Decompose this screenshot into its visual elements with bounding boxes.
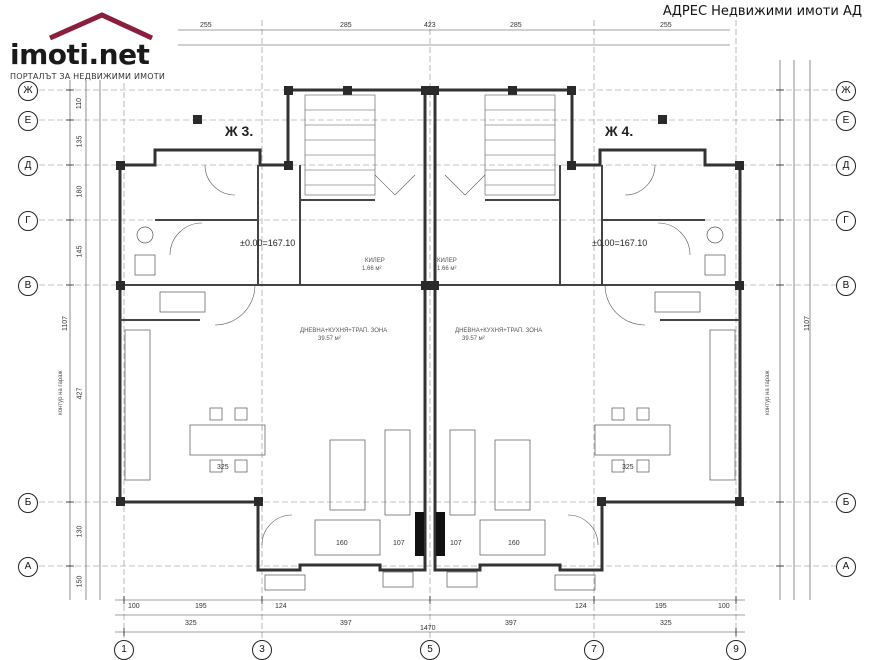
agency-watermark: АДРЕС Недвижими имоти АД: [658, 4, 866, 19]
room-label-storage-right: КИЛЕР: [437, 258, 457, 264]
dim-bottom-sub-6: 100: [718, 603, 730, 610]
dim-top-4: 285: [510, 22, 522, 29]
axis-bubble-col-7: 7: [584, 640, 604, 660]
dim-bottom-sub-4: 124: [575, 603, 587, 610]
dim-top-5: 255: [660, 22, 672, 29]
dining-table-right: [594, 424, 671, 456]
dimension-lines: [69, 29, 811, 633]
dim-stair-1: 107: [393, 540, 405, 547]
fireplaces: [415, 512, 445, 556]
flat-label-left: Ж 3.: [225, 123, 254, 139]
dim-bottom-sub-5: 195: [655, 603, 667, 610]
dim-top-2: 285: [340, 22, 352, 29]
dim-side-total-right: 1107: [804, 315, 812, 332]
dim-bottom-sub-1: 100: [128, 603, 140, 610]
dim-bottom-sub-2: 195: [195, 603, 207, 610]
kitchen-counter-right: [709, 329, 736, 481]
room-label-storage-left: КИЛЕР: [365, 258, 385, 264]
dim-stair-2: 107: [450, 540, 462, 547]
armchair-row-left: [314, 519, 381, 556]
axis-bubble-col-1: 1: [114, 640, 134, 660]
dim-table-left: 325: [217, 464, 229, 471]
axis-bubble-row-left-e: Е: [18, 111, 38, 131]
axis-bubble-row-left-g: Г: [18, 211, 38, 231]
logo-tagline: ПОРТАЛЪТ ЗА НЕДВИЖИМИ ИМОТИ: [10, 72, 166, 81]
kitchen-counter-left: [124, 329, 151, 481]
contour-label-left: контур на гараж: [58, 370, 64, 416]
dim-bottom-span-3: 397: [505, 620, 517, 627]
dim-stair-4: 160: [508, 540, 520, 547]
dim-side-part-2: 135: [76, 135, 84, 148]
axis-bubble-col-3: 3: [252, 640, 272, 660]
level-mark-left: ±0.00=167.10: [240, 238, 296, 248]
room-label-living-left: ДНЕВНА+КУХНЯ+ТРАП. ЗОНА: [300, 328, 388, 334]
armchair-row-right: [479, 519, 546, 556]
room-area-living-left: 39.57 м²: [318, 336, 341, 342]
axis-bubble-row-left-v: В: [18, 276, 38, 296]
dim-bottom-span-4: 325: [660, 620, 672, 627]
dim-top-1: 255: [200, 22, 212, 29]
axis-bubble-row-left-b: Б: [18, 493, 38, 513]
logo-wordmark: imoti.net: [10, 38, 150, 71]
room-area-storage-left: 1.66 м²: [362, 266, 382, 272]
axis-bubble-col-9: 9: [726, 640, 746, 660]
axis-bubble-row-right-g: Г: [836, 211, 856, 231]
axis-bubble-row-right-a: А: [836, 557, 856, 577]
coffee-table-left: [329, 439, 366, 511]
axis-bubble-row-right-zh: Ж: [836, 81, 856, 101]
dim-bottom-span-2: 397: [340, 620, 352, 627]
structural-columns: [116, 86, 744, 506]
dim-side-part-7: 150: [76, 575, 84, 588]
axis-bubble-col-5: 5: [420, 640, 440, 660]
axis-bubble-row-left-d: Д: [18, 156, 38, 176]
dim-side-part-3: 180: [76, 185, 84, 198]
outer-wall-left: [118, 88, 427, 572]
dim-table-right: 325: [622, 464, 634, 471]
dimension-ticks: [66, 89, 784, 636]
door-swings: [169, 164, 691, 546]
dim-bottom-span-1: 325: [185, 620, 197, 627]
axis-bubble-row-right-d: Д: [836, 156, 856, 176]
stairs: [304, 94, 556, 196]
axis-bubble-row-right-v: В: [836, 276, 856, 296]
outer-wall-right: [433, 88, 742, 572]
furniture: [124, 226, 736, 591]
dining-table-left: [189, 424, 266, 456]
axis-bubble-row-right-e: Е: [836, 111, 856, 131]
walls: [118, 88, 742, 572]
room-label-living-right: ДНЕВНА+КУХНЯ+ТРАП. ЗОНА: [455, 328, 543, 334]
inner-walls: [120, 165, 740, 321]
room-area-living-right: 39.57 м²: [462, 336, 485, 342]
contour-label-right: контур на гараж: [765, 370, 771, 416]
dim-bottom-sub-3: 124: [275, 603, 287, 610]
dim-side-part-1: 110: [76, 97, 84, 110]
house-roof-icon: [48, 12, 154, 40]
level-mark-right: ±0.00=167.10: [592, 238, 648, 248]
room-area-storage-right: 1.66 м²: [437, 266, 457, 272]
axis-bubble-row-left-a: А: [18, 557, 38, 577]
imoti-logo[interactable]: imoti.net ПОРТАЛЪТ ЗА НЕДВИЖИМИ ИМОТИ: [8, 8, 178, 81]
flat-label-right: Ж 4.: [605, 123, 634, 139]
dim-side-part-6: 130: [76, 525, 84, 538]
sofa-left: [384, 429, 411, 516]
dim-side-part-5: 427: [76, 387, 84, 400]
dim-side-part-4: 145: [76, 245, 84, 258]
dim-side-total-left: 1107: [62, 315, 70, 332]
coffee-table-right: [494, 439, 531, 511]
axis-bubble-row-left-zh: Ж: [18, 81, 38, 101]
sofa-right: [449, 429, 476, 516]
dim-bottom-total: 1470: [420, 625, 436, 632]
axis-bubble-row-right-b: Б: [836, 493, 856, 513]
dim-top-3: 423: [424, 22, 436, 29]
dim-stair-3: 160: [336, 540, 348, 547]
